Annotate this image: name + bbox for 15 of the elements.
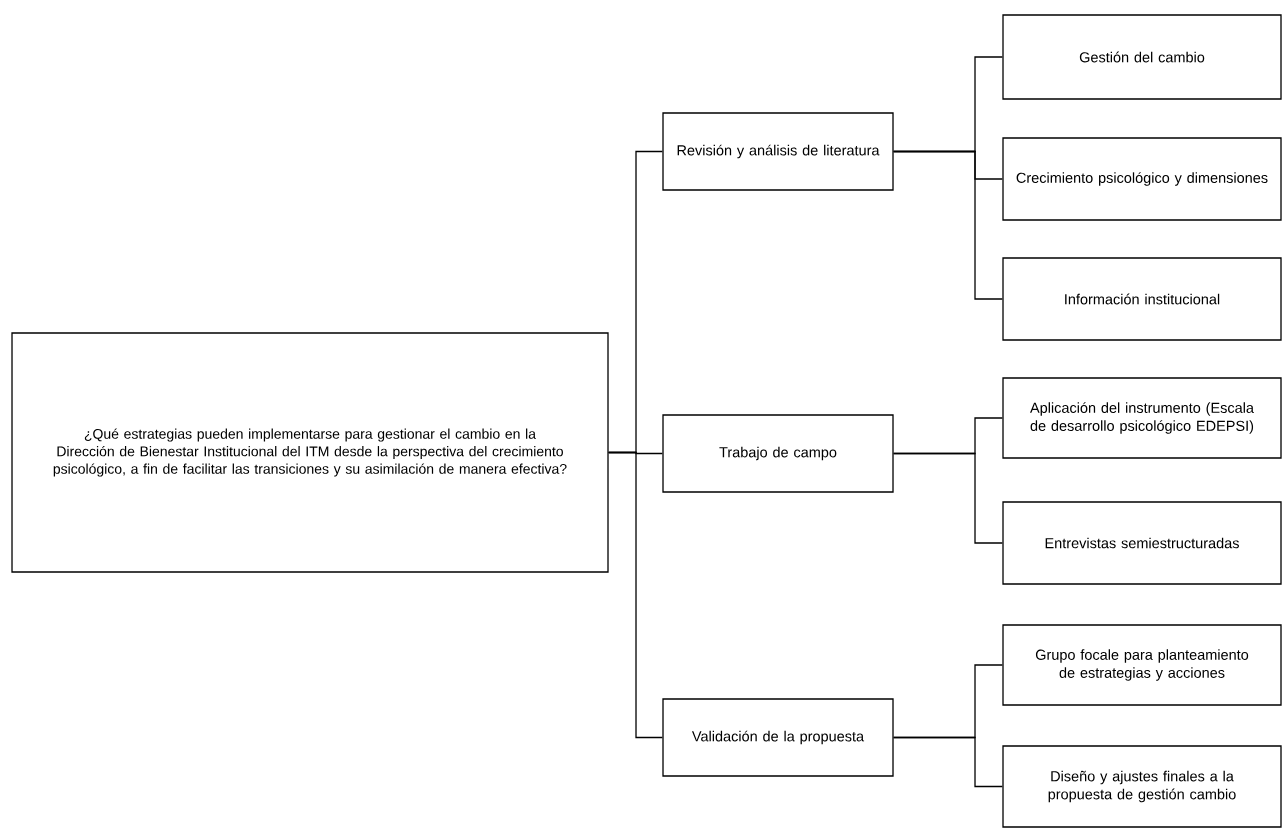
process-box: Trabajo de campo xyxy=(662,414,894,493)
connector-line xyxy=(893,736,1003,788)
process-box: Diseño y ajustes finales a la propuesta de gestión cambio xyxy=(1002,745,1282,828)
process-box: Información institucional xyxy=(1002,257,1282,341)
process-box: Gestión del cambio xyxy=(1002,14,1282,100)
process-box: Grupo focale para planteamiento de estrategias y acciones xyxy=(1002,624,1282,706)
process-box: Crecimiento psicológico y dimensiones xyxy=(1002,137,1282,221)
process-box: Revisión y análisis de literatura xyxy=(662,112,894,191)
connector-line xyxy=(608,451,663,739)
process-box: Validación de la propuesta xyxy=(662,698,894,777)
connector-line xyxy=(893,150,1003,300)
process-box: Entrevistas semiestructuradas xyxy=(1002,501,1282,585)
question-box: ¿Qué estrategias pueden implementarse para gestionar el cambio en la Dirección de Bienestar Institucional del ITM desde la perspectiva del crecimiento psicológico, a fin de facilitar las transiciones y su asimilación de manera efectiva? xyxy=(11,332,609,573)
connector-line xyxy=(893,452,1003,544)
process-box: Aplicación del instrumento (Escala de desarrollo psicológico EDEPSI) xyxy=(1002,377,1282,459)
